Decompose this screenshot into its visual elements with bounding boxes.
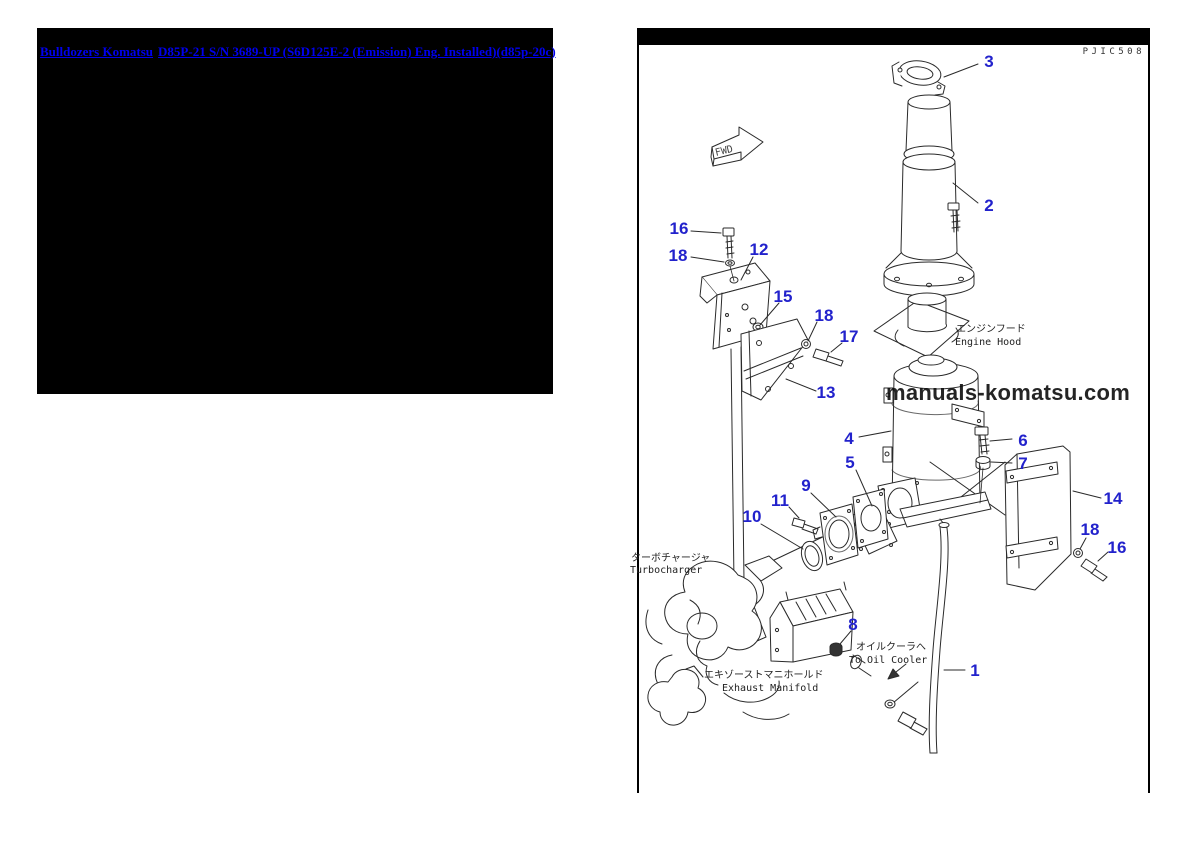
oil-cooler-arrow-icon bbox=[887, 663, 907, 680]
callout-14[interactable]: 14 bbox=[1104, 489, 1123, 508]
part-bolt-16-right bbox=[1080, 558, 1108, 582]
part-oil-tube-1 bbox=[850, 522, 950, 754]
part-gasket-ring-10 bbox=[800, 540, 824, 572]
part-heat-shield bbox=[1004, 445, 1072, 591]
callout-15[interactable]: 15 bbox=[774, 287, 793, 306]
callout-6[interactable]: 6 bbox=[1018, 431, 1027, 450]
part-washer-18-right bbox=[1073, 548, 1083, 558]
callout-7[interactable]: 7 bbox=[1018, 454, 1027, 473]
callout-11[interactable]: 11 bbox=[771, 491, 789, 510]
part-nut-7 bbox=[975, 456, 991, 504]
part-outlet-flange-9 bbox=[812, 488, 889, 566]
part-nut-8 bbox=[829, 642, 843, 657]
turbocharger-label-jp: ターボチャージャ bbox=[631, 552, 710, 564]
part-bolt-6 bbox=[974, 426, 990, 455]
callout-16-right[interactable]: 16 bbox=[1108, 538, 1127, 557]
part-mount-plate-13 bbox=[740, 318, 844, 401]
drawing-code: PJIC508 bbox=[1082, 47, 1145, 57]
breadcrumb: Bulldozers Komatsu D85P-21 S/N 3689-UP (S… bbox=[40, 44, 561, 60]
callout-18-right[interactable]: 18 bbox=[1081, 520, 1100, 539]
engine-hood-label-en: Engine Hood bbox=[955, 337, 1021, 348]
part-exhaust-pipe bbox=[883, 94, 975, 297]
fwd-arrow-icon: FWD bbox=[710, 126, 764, 167]
exhaust-manifold-label-en: Exhaust Manifold bbox=[722, 683, 818, 694]
callout-4[interactable]: 4 bbox=[844, 429, 854, 448]
part-bolt-11 bbox=[791, 517, 819, 535]
part-muffler bbox=[877, 354, 992, 530]
callout-2[interactable]: 2 bbox=[984, 196, 993, 215]
part-clamp bbox=[891, 60, 946, 96]
callout-13[interactable]: 13 bbox=[817, 383, 836, 402]
fwd-arrow-label: FWD bbox=[714, 144, 734, 159]
turbocharger-label-en: Turbocharger bbox=[630, 565, 702, 576]
breadcrumb-link-category[interactable]: Bulldozers Komatsu bbox=[40, 44, 154, 59]
diagram-labels: エンジンフード Engine Hood ターボチャージャ Turbocharge… bbox=[630, 324, 1026, 694]
callout-1[interactable]: 1 bbox=[970, 661, 979, 680]
callout-10[interactable]: 10 bbox=[743, 507, 762, 526]
callout-12[interactable]: 12 bbox=[750, 240, 769, 259]
callout-9[interactable]: 9 bbox=[801, 476, 810, 495]
callout-16-top[interactable]: 16 bbox=[670, 219, 689, 238]
part-engine-hood bbox=[873, 292, 970, 358]
callout-18-top[interactable]: 18 bbox=[669, 246, 688, 265]
part-exhaust-manifold bbox=[647, 640, 790, 726]
callout-8[interactable]: 8 bbox=[848, 615, 857, 634]
watermark-text: manuals-komatsu.com bbox=[886, 380, 1131, 405]
to-oil-cooler-label-jp: オイルクーラへ bbox=[856, 641, 926, 653]
pipe-stud-bolt bbox=[947, 202, 961, 233]
breadcrumb-link-model[interactable]: D85P-21 S/N 3689-UP (S6D125E-2 (Emission… bbox=[158, 44, 556, 59]
callout-numbers: 3 2 16 18 12 15 18 17 13 4 5 6 7 14 18 1… bbox=[669, 52, 1127, 680]
panel-top-bar bbox=[639, 28, 1148, 45]
callout-18-mid[interactable]: 18 bbox=[815, 306, 834, 325]
left-redacted-block: Bulldozers Komatsu D85P-21 S/N 3689-UP (S… bbox=[37, 28, 556, 394]
engine-hood-label-jp: エンジンフード bbox=[956, 324, 1026, 335]
callout-3[interactable]: 3 bbox=[984, 52, 993, 71]
callout-17[interactable]: 17 bbox=[840, 327, 859, 346]
callout-5[interactable]: 5 bbox=[845, 453, 854, 472]
to-oil-cooler-label-en: To Oil Cooler bbox=[849, 655, 927, 666]
exhaust-manifold-label-jp: エキゾーストマニホールド bbox=[704, 669, 824, 681]
callout-leader-lines bbox=[690, 63, 1109, 671]
diagram-panel: PJIC508 bbox=[637, 28, 1150, 793]
